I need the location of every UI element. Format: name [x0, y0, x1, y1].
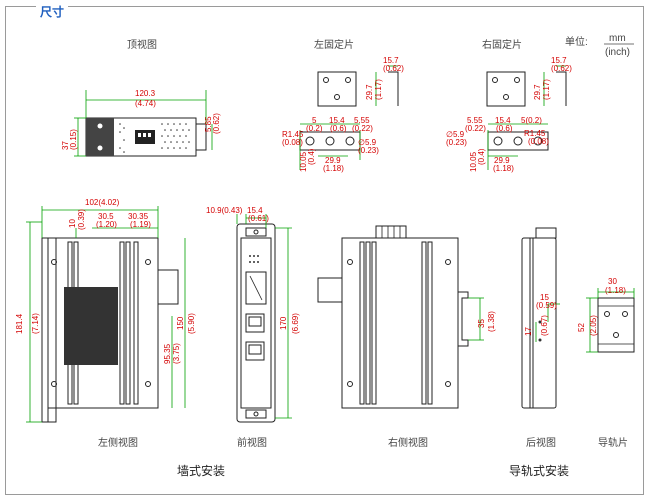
top-view-drawing [74, 90, 213, 157]
dim-lb-d: ∅5.9 [358, 138, 377, 147]
dim-rb-d: ∅5.9 [446, 130, 465, 139]
dim-top-width-in: (4.74) [135, 99, 156, 108]
dim-rs-35: 35 [477, 319, 486, 328]
dim-ls-9535: 95.35 [163, 343, 172, 364]
dim-ls-305-in: (1.20) [96, 220, 117, 229]
dim-rb-5: 5(0.2) [521, 116, 542, 125]
dim-fv-109: 10.9(0.43) [206, 206, 243, 215]
dim-rb-r-in: (0.08) [528, 137, 549, 146]
dim-rb-154: 15.4 [495, 116, 511, 125]
caption-wall-mount: 墙式安装 [177, 463, 225, 478]
caption-left-side: 左侧视图 [98, 436, 138, 449]
dim-bv-15-in: (0.59) [536, 301, 557, 310]
right-bracket-drawing [486, 65, 567, 170]
dim-rb-1005: 10.05 [469, 151, 478, 172]
caption-right-bracket: 右固定片 [482, 38, 522, 51]
dim-lb-299: 29.9 [325, 156, 341, 165]
dim-lb-r-in: (0.08) [282, 138, 303, 147]
dim-fv-154-in: (0.61) [248, 214, 269, 223]
dim-ls-10-in: (0.39) [77, 209, 86, 230]
dim-lb-r: R1.45 [282, 130, 304, 139]
caption-rail: 导轨片 [598, 436, 628, 449]
dim-lb-299-in: (1.18) [323, 164, 344, 173]
dim-ls-150: 150 [176, 316, 185, 330]
right-side-view-drawing [317, 225, 484, 409]
dim-lb-5-in: (0.2) [306, 124, 323, 133]
dim-rl-52-in: (2.05) [589, 315, 598, 336]
dim-ls-3035: 30.35 [128, 212, 149, 221]
dim-lb-1005: 10.05 [299, 151, 308, 172]
dim-top-width: 120.3 [135, 89, 156, 98]
unit-mm: mm [609, 33, 626, 44]
dim-lb-555: 5.55 [354, 116, 370, 125]
dimensions-frame: 尺寸 [5, 6, 644, 495]
dim-rb-h: 29.7 [533, 84, 542, 100]
dim-rb-w: 15.7 [551, 56, 567, 65]
rail-plate-drawing [586, 288, 635, 353]
dim-lb-1005-in: (0.4) [307, 148, 316, 165]
dim-rb-r: R1.45 [524, 129, 546, 138]
dim-rb-299-in: (1.18) [493, 164, 514, 173]
dim-lb-w: 15.7 [383, 56, 399, 65]
dim-rs-35-in: (1.38) [487, 311, 496, 332]
caption-back: 后视图 [526, 436, 556, 449]
dim-ls-150-in: (5.90) [187, 313, 196, 334]
dim-rb-555-in: (0.22) [465, 124, 486, 133]
dim-bv-15: 15 [540, 293, 549, 302]
dim-rl-30: 30 [608, 277, 617, 286]
dim-rb-154-in: (0.6) [496, 124, 513, 133]
dim-rb-555: 5.55 [467, 116, 483, 125]
dim-rb-w-in: (0.62) [551, 64, 572, 73]
dim-fv-154: 15.4 [247, 206, 263, 215]
dim-rb-h-in: (1.17) [542, 79, 551, 100]
dim-top-height-in: (0.15) [69, 129, 78, 150]
dim-ls-102: 102(4.02) [85, 198, 120, 207]
back-view-drawing [521, 227, 560, 409]
dim-top-height: 37 [61, 141, 70, 150]
front-view-drawing [236, 214, 292, 423]
dim-lb-154: 15.4 [329, 116, 345, 125]
dim-top-side-in: (0.62) [212, 113, 221, 134]
dim-rb-d-in: (0.23) [446, 138, 467, 147]
caption-din-mount: 导轨式安装 [509, 463, 569, 478]
unit-inch: (inch) [605, 47, 630, 58]
dim-rb-1005-in: (0.4) [477, 148, 486, 165]
dim-ls-3035-in: (1.19) [130, 220, 151, 229]
dim-ls-1814: 181.4 [15, 313, 24, 334]
dim-rl-52: 52 [577, 323, 586, 332]
section-title: 尺寸 [36, 6, 69, 18]
dim-fv-170-in: (6.69) [291, 313, 300, 334]
dim-rl-30-in: (1.18) [605, 286, 626, 295]
left-bracket-drawing [299, 65, 399, 170]
dim-lb-154-in: (0.6) [330, 124, 347, 133]
dim-ls-9535-in: (3.75) [172, 343, 181, 364]
dim-lb-h-in: (1.17) [374, 79, 383, 100]
dim-fv-170: 170 [279, 316, 288, 330]
caption-right-side: 右侧视图 [388, 436, 428, 449]
dim-lb-d-in: (0.23) [358, 146, 379, 155]
dim-ls-305: 30.5 [98, 212, 114, 221]
caption-front: 前视图 [237, 436, 267, 449]
unit-label: 单位: [565, 35, 588, 48]
dim-lb-w-in: (0.62) [383, 64, 404, 73]
dim-bv-17: 17 [524, 327, 533, 336]
dim-top-side: 5.85 [204, 116, 213, 132]
dim-rb-299: 29.9 [494, 156, 510, 165]
dim-bv-17-in: (0.67) [540, 315, 549, 336]
dim-ls-1814-in: (7.14) [31, 313, 40, 334]
caption-top-view: 顶视图 [127, 38, 157, 51]
dim-lb-555-in: (0.22) [352, 124, 373, 133]
dim-ls-10: 10 [68, 219, 77, 228]
dim-lb-h: 29.7 [365, 84, 374, 100]
left-side-view-drawing [26, 206, 186, 423]
dim-lb-5: 5 [312, 116, 317, 125]
caption-left-bracket: 左固定片 [314, 38, 354, 51]
